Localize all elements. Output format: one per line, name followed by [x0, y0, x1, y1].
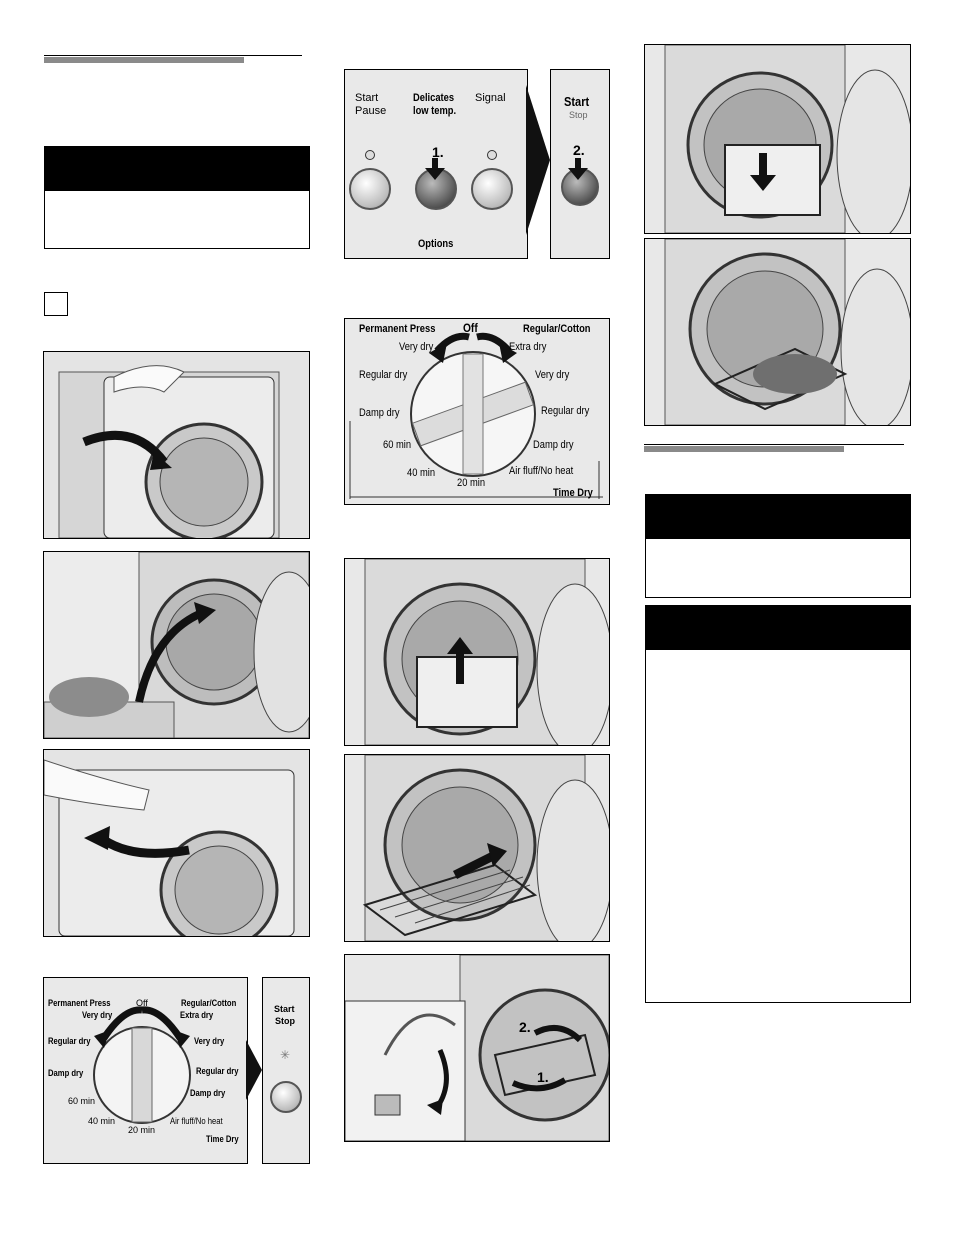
dial-damp-dry-left: Damp dry — [359, 407, 400, 419]
illustration-insert-rack — [344, 754, 610, 942]
start-stop-button-small[interactable] — [270, 1081, 302, 1113]
arrow-right-icon — [526, 85, 550, 235]
dial-small-time-dry: Time Dry — [206, 1134, 239, 1144]
arrow-right-icon — [246, 1040, 262, 1100]
dial-20-min: 20 min — [457, 477, 486, 489]
dial-regular-dry-left: Regular dry — [359, 369, 408, 381]
dial-small-regular-dry-right: Regular dry — [196, 1066, 239, 1076]
start-pause-button[interactable] — [349, 168, 391, 210]
rack-step-2-marker: 2. — [519, 1019, 531, 1035]
dial-small-permanent-press: Permanent Press — [48, 998, 111, 1008]
dial-regular-cotton: Regular/Cotton — [523, 323, 591, 335]
notice-box-right-2 — [645, 605, 911, 1003]
dial-small-very-dry-right: Very dry — [194, 1036, 225, 1046]
notice-box-right-1 — [645, 494, 911, 598]
dial-time-dry: Time Dry — [553, 487, 593, 499]
section-heading-bar — [44, 57, 244, 63]
stop-label-small: Stop — [275, 1016, 295, 1026]
dial-small-regular-dry-left: Regular dry — [48, 1036, 91, 1046]
dial-small-60-min: 60 min — [68, 1096, 96, 1106]
notice-header — [45, 147, 309, 191]
dial-60-min: 60 min — [383, 439, 412, 451]
illustration-remove-filter — [644, 44, 911, 234]
dial-small-damp-dry-right: Damp dry — [190, 1088, 226, 1098]
illustration-open-door — [43, 351, 310, 539]
delicates-button[interactable] — [415, 168, 457, 210]
options-label: Options — [418, 238, 454, 250]
dial-very-dry-right: Very dry — [535, 369, 570, 381]
dial-panel-small: Permanent Press Off Regular/Cotton Very … — [43, 977, 248, 1164]
rack-step-1-marker: 1. — [537, 1069, 549, 1085]
dial-small-damp-dry-left: Damp dry — [48, 1068, 84, 1078]
illustration-close-door — [43, 749, 310, 937]
section-rule — [44, 55, 302, 56]
dial-small-20-min: 20 min — [128, 1125, 156, 1135]
dial-large-graphic — [349, 332, 603, 499]
notice-header — [646, 606, 910, 650]
illustration-insert-filter — [344, 558, 610, 746]
start-label: Start — [564, 94, 590, 109]
illustration-rack-with-shoe — [644, 238, 911, 426]
start-label-small: Start — [274, 1004, 295, 1014]
start-pause-label: Start Pause — [355, 92, 387, 117]
dial-small-40-min: 40 min — [88, 1116, 116, 1126]
dial-small-regular-cotton: Regular/Cotton — [181, 998, 237, 1008]
step-checkbox — [44, 292, 68, 316]
delicates-label: Delicates low temp. — [413, 92, 457, 117]
dial-very-dry-left: Very dry — [399, 341, 434, 353]
signal-button[interactable] — [471, 168, 513, 210]
illustration-mount-rack: 2. 1. — [344, 954, 610, 1142]
indicator-led-signal — [487, 150, 497, 160]
options-panel: Start Pause Delicates low temp. Signal 1… — [344, 69, 528, 259]
section-heading-bar-right — [644, 446, 844, 452]
dial-off: Off — [463, 321, 478, 335]
signal-label: Signal — [475, 92, 506, 104]
dial-small-air-fluff: Air fluff/No heat — [170, 1116, 223, 1126]
arrow-down-icon — [425, 158, 445, 180]
indicator-led-start — [365, 150, 375, 160]
start-stop-panel: Start Stop 2. — [550, 69, 610, 259]
step-1-marker: 1. — [432, 144, 444, 160]
arrow-down-icon — [568, 158, 588, 180]
step-2-marker: 2. — [573, 142, 585, 158]
dial-small-extra-dry: Extra dry — [180, 1010, 214, 1020]
dial-40-min: 40 min — [407, 467, 436, 479]
notice-box-left — [44, 146, 310, 249]
dial-regular-dry-right: Regular dry — [541, 405, 590, 417]
dial-small-off: Off — [136, 998, 148, 1008]
dial-damp-dry-right: Damp dry — [533, 439, 574, 451]
dial-small-graphic — [93, 1006, 191, 1124]
blinking-light-icon: ✳ — [280, 1048, 291, 1062]
notice-header — [646, 495, 910, 539]
start-stop-panel-small: Start Stop ✳ — [262, 977, 310, 1164]
dial-permanent-press: Permanent Press — [359, 323, 436, 335]
stop-label: Stop — [569, 110, 588, 120]
dial-panel-large: Permanent Press Off Regular/Cotton Very … — [344, 318, 610, 505]
dial-air-fluff: Air fluff/No heat — [509, 465, 574, 477]
dial-extra-dry: Extra dry — [509, 341, 547, 353]
section-rule-right — [644, 444, 904, 445]
illustration-load-laundry — [43, 551, 310, 739]
dial-small-very-dry-left: Very dry — [82, 1010, 113, 1020]
